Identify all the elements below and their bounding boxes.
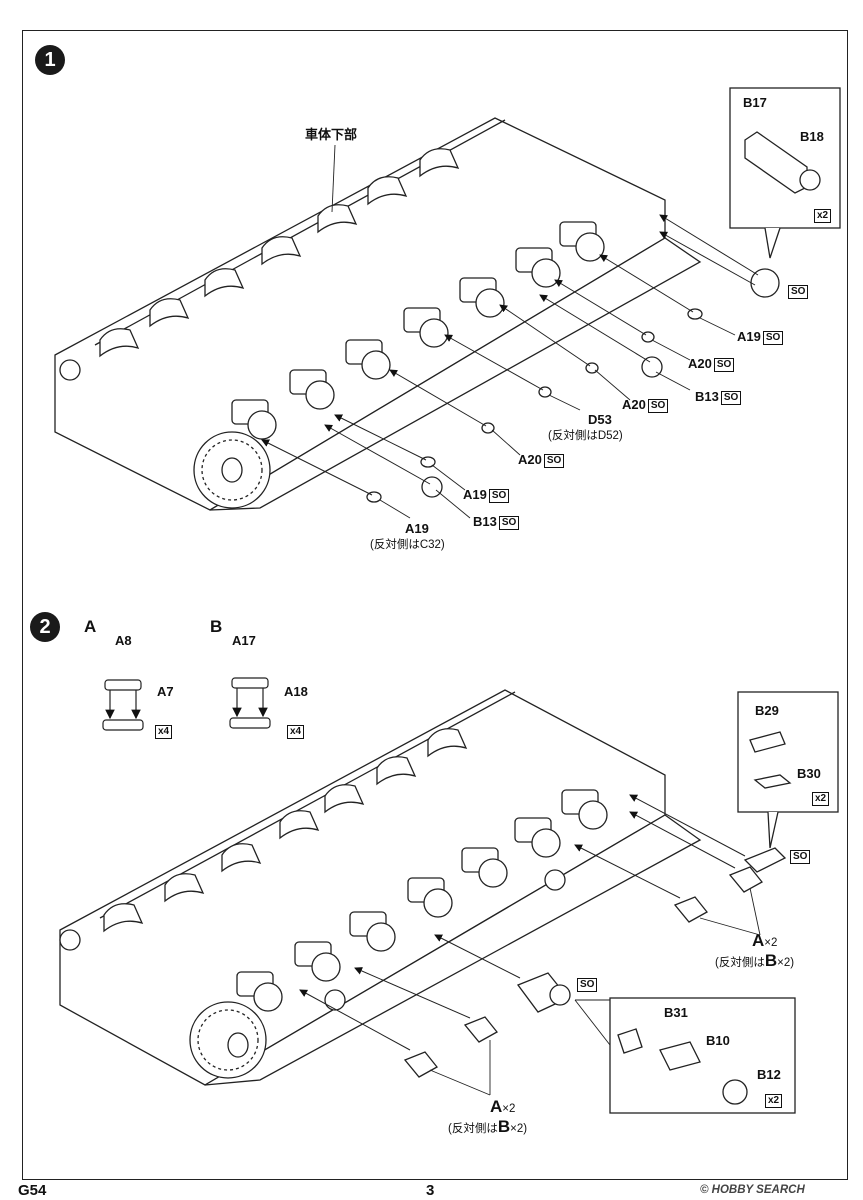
watermark: © HOBBY SEARCH bbox=[700, 1184, 805, 1196]
step1-note-a19: (反対側はC32) bbox=[370, 539, 445, 551]
inset2-top-part-2: B30 bbox=[797, 766, 821, 781]
sub-a-part-1: A8 bbox=[115, 633, 132, 648]
inset2-bot-qty: x2 bbox=[765, 1094, 783, 1108]
step-1-badge: 1 bbox=[35, 45, 65, 75]
step-2-badge: 2 bbox=[30, 612, 60, 642]
right-callout-note: (反対側はB×2) bbox=[715, 951, 795, 970]
mid-so: SO bbox=[577, 978, 598, 992]
inset2-top-so: SO bbox=[790, 850, 811, 864]
step1-label-9: A19 bbox=[405, 521, 429, 536]
sub-b-part-2: A18 bbox=[284, 684, 308, 699]
bottom-callout-note: (反対側はB×2) bbox=[448, 1117, 528, 1136]
inset2-bot-part-3: B12 bbox=[757, 1067, 781, 1082]
inset2-bot-part-2: B10 bbox=[706, 1033, 730, 1048]
step2-inset-bottom bbox=[609, 997, 796, 1114]
sub-a-letter: A bbox=[84, 617, 97, 636]
step1-note-d53: (反対側はD52) bbox=[548, 430, 623, 442]
sub-assembly-b bbox=[229, 677, 271, 729]
step1-hull bbox=[54, 117, 780, 519]
inset1-part-1: B17 bbox=[743, 95, 767, 110]
sub-assembly-a bbox=[102, 679, 144, 731]
page-number: 3 bbox=[426, 1182, 435, 1199]
sub-b-qty: x4 bbox=[287, 725, 305, 739]
step2-inset-top bbox=[737, 691, 839, 849]
model-code: G54 bbox=[18, 1182, 47, 1199]
step1-inset bbox=[729, 87, 841, 259]
sub-b-letter: B bbox=[210, 617, 223, 636]
right-callout: A×2 bbox=[752, 931, 778, 950]
inset1-part-2: B18 bbox=[800, 129, 824, 144]
bottom-callout: A×2 bbox=[490, 1097, 516, 1116]
step2-hull bbox=[59, 689, 787, 1096]
sub-a-qty: x4 bbox=[155, 725, 173, 739]
inset2-bot-part-1: B31 bbox=[664, 1005, 688, 1020]
hull-label: 車体下部 bbox=[305, 127, 358, 142]
step1-label-5: D53 bbox=[588, 412, 612, 427]
sub-b-part-1: A17 bbox=[232, 633, 256, 648]
inset2-top-qty: x2 bbox=[812, 792, 830, 806]
inset1-qty: x2 bbox=[814, 209, 832, 223]
page-frame bbox=[22, 30, 848, 1180]
sub-a-part-2: A7 bbox=[157, 684, 174, 699]
inset1-so: SO bbox=[788, 285, 809, 299]
inset2-top-part-1: B29 bbox=[755, 703, 779, 718]
